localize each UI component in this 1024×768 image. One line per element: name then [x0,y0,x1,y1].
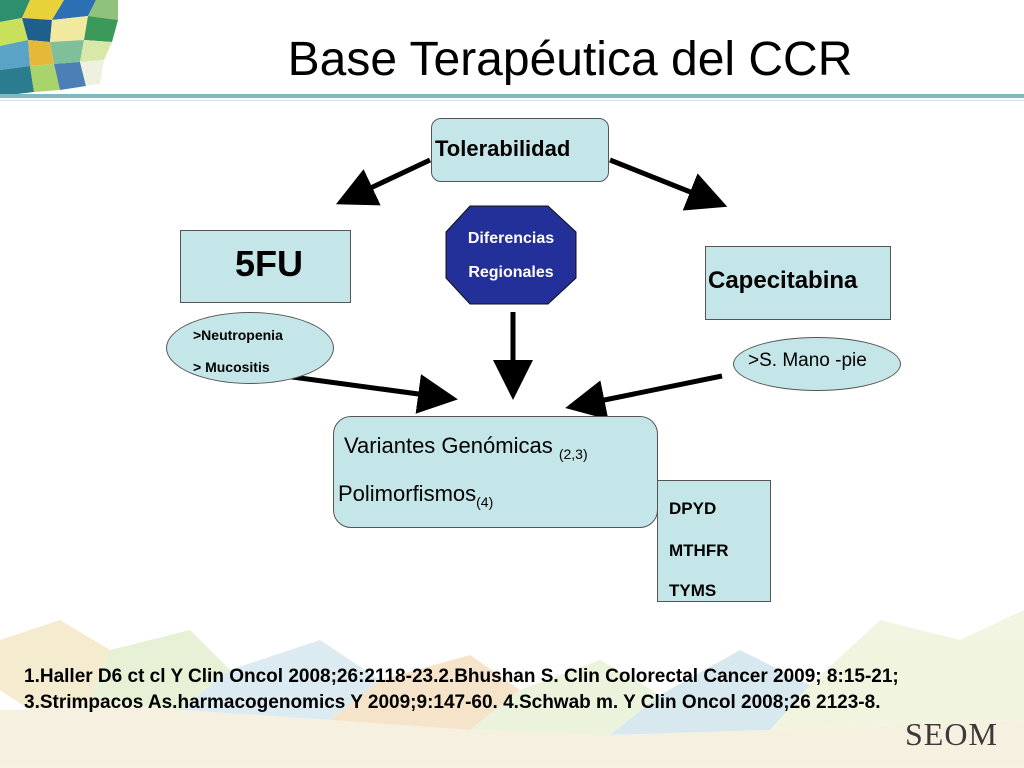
node-diferencias-regionales: Diferencias Regionales [446,206,576,304]
gene-tyms: TYMS [669,581,717,600]
node-mano-pie: >S. Mano -pie [733,337,901,391]
polimorfismos-label: Polimorfismos [338,481,477,506]
slide-title: Base Terapéutica del CCR [287,33,853,86]
gene-mthfr: MTHFR [669,541,729,560]
arrow-mano-pie-to-variantes [565,373,723,420]
arrow-tolerabilidad-to-5fu [335,157,432,206]
variantes-line: Variantes Genómicas (2,3) [344,433,588,462]
variantes-label: Variantes Genómicas [344,433,553,458]
variantes-ref: (2,3) [558,446,588,462]
gene-dpyd: DPYD [669,499,717,518]
node-variantes-genomicas: Variantes Genómicas (2,3) Polimorfismos(… [333,416,658,528]
diferencias-line2: Regionales [468,264,554,281]
octagon-shape [445,205,577,305]
node-neutropenia-mucositis: >Neutropenia > Mucositis [166,312,334,384]
mosaic-decoration-bottom [0,610,1024,768]
arrow-neutropenia-to-variantes [284,373,458,414]
polimorfismos-ref: (4) [476,494,494,510]
arrow-tolerabilidad-to-capecitabina [609,157,728,211]
mucositis-label: > Mucositis [193,359,270,375]
mosaic-decoration-top [0,0,118,96]
polimorfismos-line: Polimorfismos(4) [338,481,493,510]
node-tolerabilidad: Tolerabilidad [431,118,609,182]
title-divider-thin [0,100,1024,101]
title-divider [0,94,1024,98]
node-5fu: 5FU [180,230,351,303]
seom-logo: SEOM [905,716,998,752]
node-genes: DPYD MTHFR TYMS [657,480,771,602]
neutropenia-label: >Neutropenia [193,327,283,343]
diferencias-line1: Diferencias [467,230,555,247]
node-capecitabina: Capecitabina [705,246,891,320]
references-text: 1.Haller D6 ct cl Y Clin Oncol 2008;26:2… [24,666,899,713]
